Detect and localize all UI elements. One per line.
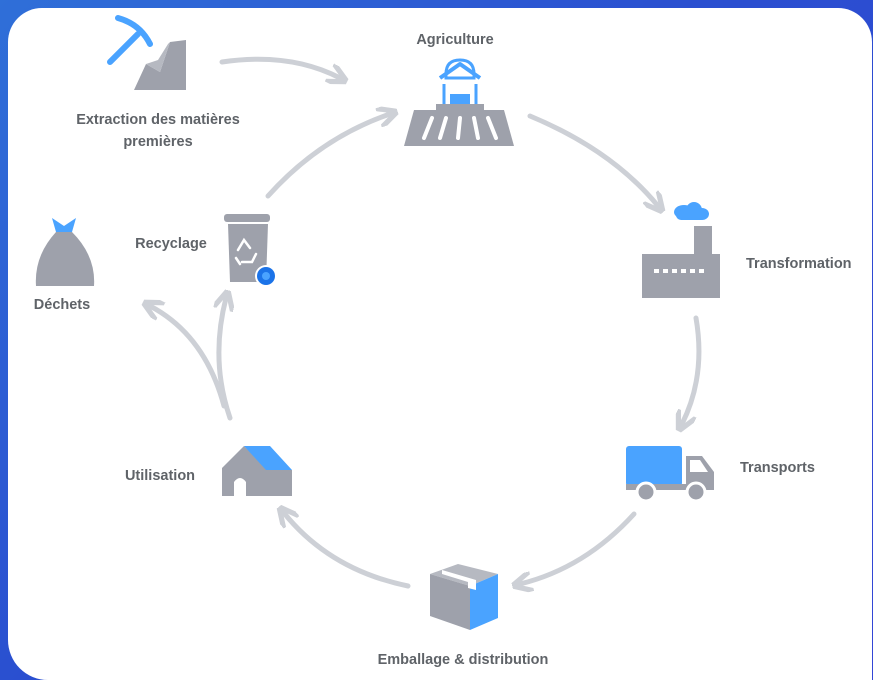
label-transformation: Transformation xyxy=(746,256,852,272)
arrow-utilisation-to-dechets xyxy=(150,306,227,409)
diagram-card: Extraction des matières premières Agricu… xyxy=(8,8,872,680)
arrow-transports-to-emballage xyxy=(520,511,637,584)
pickaxe-mountain-icon xyxy=(107,15,186,90)
arrow-recyclage-to-agriculture xyxy=(265,114,390,199)
recycle-bin-icon xyxy=(224,214,277,287)
label-dechets: Déchets xyxy=(34,297,90,313)
factory-icon xyxy=(642,202,720,298)
label-transports: Transports xyxy=(740,460,815,476)
label-recyclage: Recyclage xyxy=(135,236,207,252)
farm-field-icon xyxy=(404,58,514,146)
truck-icon xyxy=(626,446,714,503)
label-emballage: Emballage & distribution xyxy=(378,652,549,668)
trash-bag-icon xyxy=(35,218,95,286)
arrow-extraction-to-agriculture xyxy=(219,56,340,78)
box-icon xyxy=(430,564,498,630)
arrow-transformation-to-transports xyxy=(682,315,702,424)
arrow-emballage-to-utilisation xyxy=(284,513,411,589)
arrow-agriculture-to-transformation xyxy=(527,113,658,206)
label-extraction-line1: Extraction des matières xyxy=(76,112,240,128)
label-utilisation: Utilisation xyxy=(125,468,195,484)
label-extraction-line2: premières xyxy=(123,134,192,150)
label-agriculture: Agriculture xyxy=(416,32,493,48)
life-cycle-diagram: Extraction des matières premières Agricu… xyxy=(34,15,852,668)
house-icon xyxy=(222,446,292,496)
